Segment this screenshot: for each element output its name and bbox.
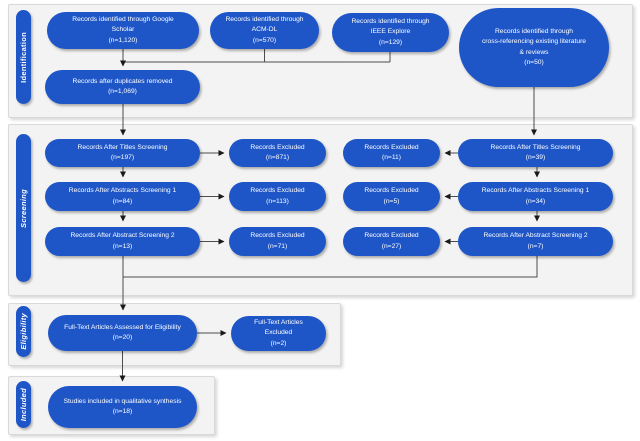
node-ieee-explore: Records identified through IEEE Explore … (332, 13, 449, 52)
node-label-line: Records identified through (225, 16, 304, 24)
node-label-line: (n=113) (266, 197, 289, 205)
node-label-line: (n=27) (381, 242, 402, 250)
node-abstracts-screening1-right: Records After Abstracts Screening 1 (n=3… (458, 182, 613, 211)
node-label-line: (n=20) (112, 334, 133, 341)
node-label-line: ACM-DL (251, 26, 278, 34)
stage-label-text: Eligibility (19, 313, 28, 350)
node-label-line: Records Excluded (364, 187, 419, 195)
node-abstracts-screening1-left: Records After Abstracts Screening 1 (n=8… (45, 182, 200, 211)
node-label-line: (n=11) (381, 154, 402, 161)
node-abstract-screening2-right: Records After Abstract Screening 2 (n=7) (458, 227, 613, 256)
node-cross-referencing: Records identified through cross-referen… (459, 8, 609, 87)
node-label-line: Excluded (264, 329, 293, 337)
node-label-line: Records Excluded (250, 187, 305, 195)
node-google-scholar: Records identified through Google Schola… (47, 12, 199, 49)
node-label-line: (n=13) (112, 242, 133, 250)
node-fulltext-excluded: Full-Text Articles Excluded (n=2) (231, 316, 326, 351)
node-label-line: (n=2) (270, 339, 287, 347)
node-titles-screening-right: Records After Titles Screening (n=39) (458, 139, 613, 167)
node-qualitative-synthesis: Studies included in qualitative synthesi… (48, 386, 197, 428)
node-label-line: cross-referencing existing literature (481, 38, 587, 46)
stage-label-eligibility: Eligibility (16, 306, 31, 357)
node-label-line: (n=34) (525, 197, 546, 205)
node-label-line: (n=570) (252, 36, 277, 44)
stage-label-text: Identification (19, 31, 28, 83)
node-records-excluded-113: Records Excluded (n=113) (229, 182, 326, 211)
node-label-line: Records After Abstract Screening 2 (483, 232, 588, 240)
node-label-line: Records Excluded (364, 232, 419, 240)
node-label-line: (n=5) (383, 197, 400, 205)
node-label-line: (n=197) (110, 154, 135, 161)
node-label-line: Records after duplicates removed (72, 77, 173, 85)
node-label-line: Scholar (111, 26, 135, 34)
node-records-excluded-27: Records Excluded (n=27) (343, 227, 440, 256)
node-label-line: Records identified through (494, 28, 574, 36)
node-label-line: Records Excluded (250, 232, 305, 240)
stage-label-included: Included (16, 381, 31, 428)
node-duplicates-removed: Records after duplicates removed (n=1,06… (45, 70, 200, 104)
node-label-line: (n=1,069) (108, 88, 137, 95)
stage-label-text: Included (19, 387, 28, 422)
node-label-line: (n=129) (378, 38, 403, 46)
node-label-line: & reviews (519, 48, 549, 56)
node-label-line: Records After Titles Screening (490, 143, 581, 151)
stage-label-identification: Identification (16, 10, 31, 104)
node-label-line: Records After Titles Screening (77, 143, 168, 151)
node-label-line: Studies included in qualitative synthesi… (63, 397, 182, 405)
node-fulltext-assessed: Full-Text Articles Assessed for Eligibil… (48, 315, 197, 351)
node-label-line: (n=39) (525, 154, 546, 161)
stage-label-screening: Screening (16, 134, 31, 282)
node-label-line: (n=1,120) (108, 36, 138, 44)
node-label-line: Records identified through (351, 18, 430, 26)
node-label-line: (n=84) (112, 197, 133, 205)
node-label-line: (n=50) (524, 58, 544, 66)
node-titles-screening-left: Records After Titles Screening (n=197) (45, 139, 200, 167)
node-label-line: (n=18) (112, 408, 133, 415)
node-label-line: Records identified through Google (72, 16, 174, 24)
stage-label-text: Screening (19, 188, 28, 228)
node-label-line: Records After Abstracts Screening 1 (481, 187, 590, 195)
node-label-line: Full-Text Articles Assessed for Eligibil… (64, 323, 181, 331)
node-records-excluded-71: Records Excluded (n=71) (229, 227, 326, 256)
node-records-excluded-11: Records Excluded (n=11) (343, 139, 440, 167)
node-records-excluded-5: Records Excluded (n=5) (343, 182, 440, 211)
node-label-line: IEEE Explore (370, 28, 411, 36)
node-abstract-screening2-left: Records After Abstract Screening 2 (n=13… (45, 227, 200, 256)
node-records-excluded-871: Records Excluded (n=871) (229, 139, 326, 167)
node-label-line: Records Excluded (250, 143, 305, 151)
node-label-line: Records After Abstract Screening 2 (70, 232, 175, 240)
node-label-line: (n=7) (527, 242, 544, 250)
node-label-line: Full-Text Articles (254, 319, 303, 327)
node-label-line: (n=71) (267, 242, 288, 250)
node-label-line: Records Excluded (364, 143, 419, 151)
node-label-line: Records After Abstracts Screening 1 (68, 187, 177, 195)
node-label-line: (n=871) (265, 154, 290, 161)
node-acm-dl: Records identified through ACM-DL (n=570… (210, 12, 319, 49)
